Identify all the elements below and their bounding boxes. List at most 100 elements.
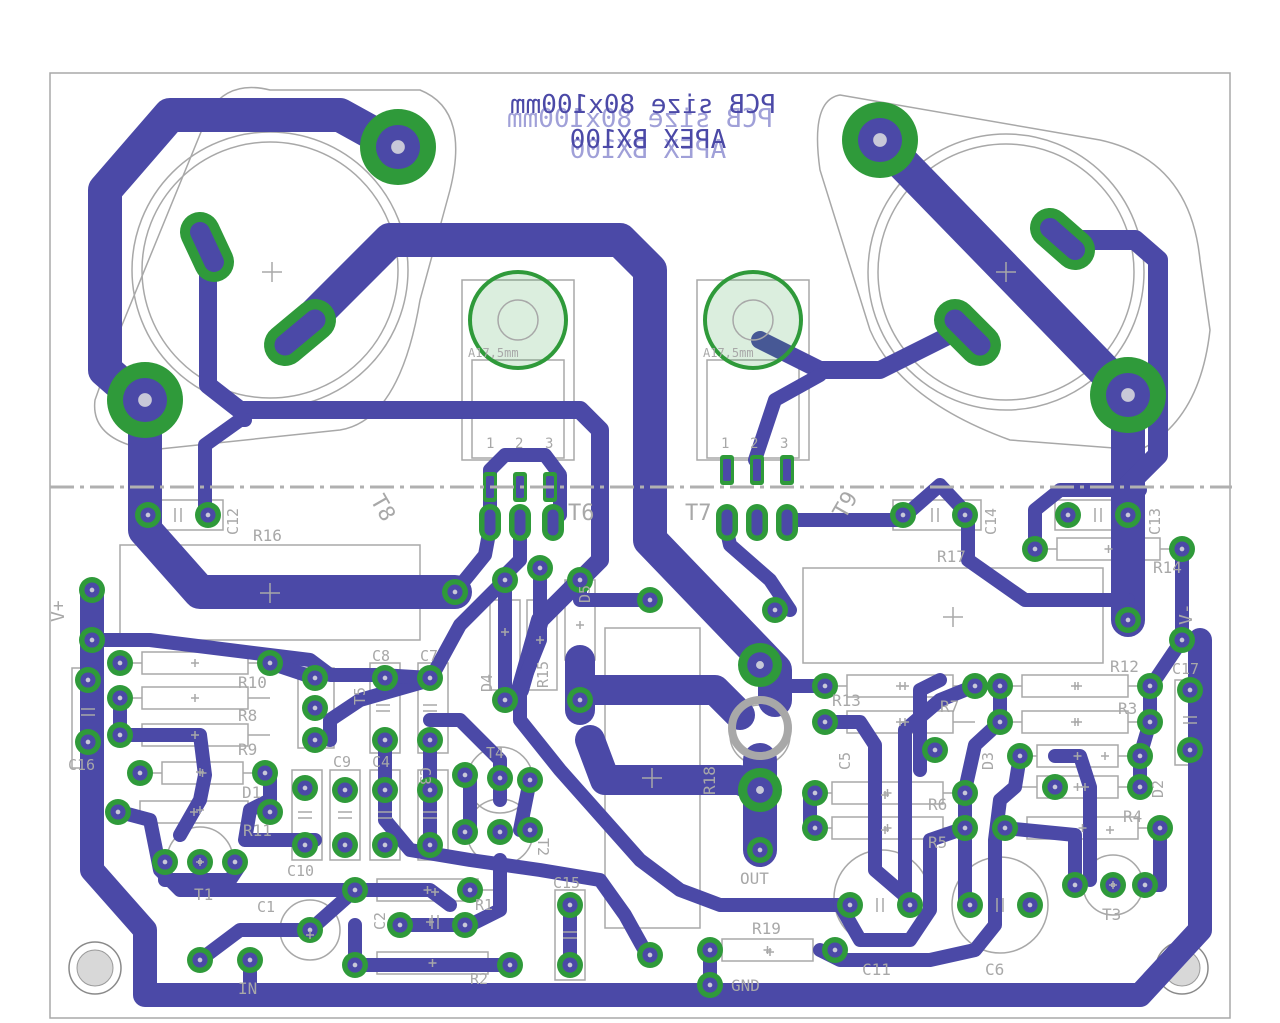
label-labels.T7: T7 bbox=[685, 501, 712, 526]
pad-hole bbox=[162, 859, 168, 865]
trace-c4 bbox=[378, 733, 657, 967]
pad-hole bbox=[527, 777, 533, 783]
pad-hole bbox=[1147, 719, 1153, 725]
pad-hole bbox=[577, 697, 583, 703]
pad-hole bbox=[85, 677, 91, 683]
pad-hole bbox=[707, 947, 713, 953]
pad-hole bbox=[812, 825, 818, 831]
pad-hole bbox=[707, 982, 713, 988]
trace-t8-base bbox=[199, 231, 609, 699]
pad-hole bbox=[137, 770, 143, 776]
t7-pin2: 2 bbox=[750, 436, 758, 452]
label-labels.R16: R16 bbox=[253, 526, 282, 545]
r5-body bbox=[831, 816, 944, 840]
pad-hole bbox=[756, 661, 764, 669]
label-labels.T4: T4 bbox=[486, 744, 504, 762]
label-labels.R15: R15 bbox=[534, 661, 552, 688]
pad-hole bbox=[391, 140, 405, 154]
pad-hole bbox=[847, 902, 853, 908]
pad-hole bbox=[382, 842, 388, 848]
pad-hole bbox=[822, 719, 828, 725]
pad-hole bbox=[962, 825, 968, 831]
pad-hole bbox=[1179, 637, 1185, 643]
pad-hole bbox=[312, 737, 318, 743]
label-labels.D4: D4 bbox=[478, 674, 496, 692]
trace-c2 bbox=[393, 853, 507, 932]
pad-hole bbox=[262, 770, 268, 776]
pad-hole bbox=[427, 737, 433, 743]
label-labels.C9: C9 bbox=[333, 753, 351, 771]
label-labels.R11: R11 bbox=[243, 821, 272, 840]
label-labels.R13: R13 bbox=[832, 691, 861, 710]
trace-d3-t3 bbox=[1048, 749, 1097, 887]
label-labels.C16: C16 bbox=[68, 756, 95, 774]
pad-hole bbox=[907, 902, 913, 908]
pad-hole bbox=[1052, 784, 1058, 790]
trace-r5-c11 bbox=[833, 821, 972, 947]
pad-hole bbox=[452, 589, 458, 595]
copper-layer bbox=[80, 98, 1212, 1007]
label-labels.C17: C17 bbox=[1172, 660, 1199, 678]
trace-right-collector bbox=[863, 123, 1145, 637]
pad-hole bbox=[462, 772, 468, 778]
label-labels.OUT: OUT bbox=[740, 869, 769, 888]
rect-pad-core bbox=[783, 459, 791, 481]
label-labels.C3: C3 bbox=[416, 767, 434, 785]
pad-hole bbox=[962, 790, 968, 796]
t7-pin1: 1 bbox=[721, 436, 729, 452]
pad-hole bbox=[822, 683, 828, 689]
label-labels.R1: R1 bbox=[475, 896, 493, 914]
pad-hole bbox=[1147, 683, 1153, 689]
pad-hole bbox=[507, 962, 513, 968]
pad-hole bbox=[302, 785, 308, 791]
label-labels.T2: T2 bbox=[534, 838, 552, 856]
pad-hole bbox=[232, 859, 238, 865]
label-labels.C4: C4 bbox=[372, 753, 390, 771]
pad-hole bbox=[1187, 687, 1193, 693]
label-labels.R12: R12 bbox=[1110, 657, 1139, 676]
pad-hole bbox=[502, 577, 508, 583]
pad-hole bbox=[145, 512, 151, 518]
pad-hole bbox=[117, 732, 123, 738]
board-outline bbox=[49, 72, 1231, 1019]
label-labels.C2: C2 bbox=[371, 912, 389, 930]
pad-hole bbox=[1065, 512, 1071, 518]
label-labels.C7: C7 bbox=[420, 647, 438, 665]
trace-c13 bbox=[1028, 483, 1147, 556]
pad-hole bbox=[1179, 546, 1185, 552]
pad-hole bbox=[1137, 784, 1143, 790]
label-labels.R18: R18 bbox=[700, 766, 719, 795]
pad-hole bbox=[342, 842, 348, 848]
label-labels.T1: T1 bbox=[194, 885, 213, 904]
pad-hole bbox=[352, 962, 358, 968]
label-labels.R5: R5 bbox=[928, 833, 947, 852]
out-ring-pad bbox=[728, 696, 792, 760]
pad-hole bbox=[1032, 546, 1038, 552]
c10-outline bbox=[291, 769, 323, 861]
r13-body bbox=[846, 674, 954, 698]
pad-hole bbox=[427, 842, 433, 848]
c9-outline bbox=[329, 769, 361, 861]
title-ghost-line2: APEX BX100 bbox=[570, 135, 727, 165]
pad-hole bbox=[467, 887, 473, 893]
pad-hole bbox=[567, 902, 573, 908]
label-labels.R19: R19 bbox=[752, 919, 781, 938]
pad-hole bbox=[397, 922, 403, 928]
pad-hole bbox=[382, 675, 388, 681]
trace-d1 bbox=[238, 766, 322, 847]
trace-feedback-bus bbox=[513, 568, 847, 912]
pad-hole bbox=[756, 786, 764, 794]
label-labels.C12: C12 bbox=[224, 508, 242, 535]
label-labels.C11: C11 bbox=[862, 960, 891, 979]
label-labels.C13: C13 bbox=[1146, 508, 1164, 535]
label-labels.R10: R10 bbox=[238, 673, 267, 692]
r6-body bbox=[831, 781, 944, 805]
rect-pad-core bbox=[723, 459, 731, 481]
pad-hole bbox=[832, 947, 838, 953]
label-labels.R2: R2 bbox=[470, 970, 488, 988]
label-labels.D2: D2 bbox=[1149, 780, 1167, 798]
label-labels.C6: C6 bbox=[985, 960, 1004, 979]
t7-heatsink-label: A17,5mm bbox=[703, 346, 754, 360]
trace-r3-d2 bbox=[1133, 679, 1157, 794]
